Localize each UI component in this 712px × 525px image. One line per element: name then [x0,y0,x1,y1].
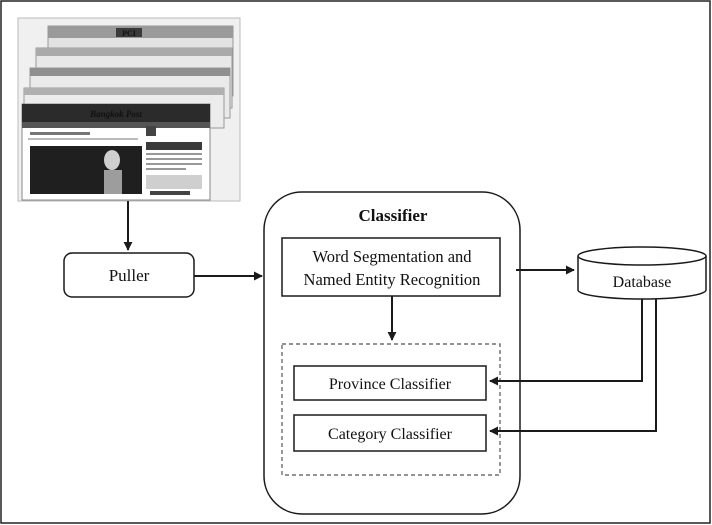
category-classifier-label: Category Classifier [328,426,453,443]
word-segmentation-box [281,237,501,297]
sub-classifiers-group [281,343,501,476]
word-segmentation-label-line1: Word Segmentation and [312,247,472,266]
screenshot-logo-top: PCI [122,29,136,38]
province-classifier-box [293,365,487,401]
province-classifier-label: Province Classifier [329,376,452,393]
arrow-database-to-category [489,299,657,436]
arrow-database-to-province [489,299,643,386]
news-website-screenshots: PCI Bangkok Post [17,17,241,202]
database-cylinder [577,246,707,300]
database-label: Database [613,274,672,291]
category-classifier-box [293,414,487,452]
screenshot-masthead: Bangkok Post [89,109,142,119]
classifier-title: Classifier [359,206,428,225]
puller-label: Puller [109,266,150,285]
word-segmentation-label-line2: Named Entity Recognition [304,270,481,289]
